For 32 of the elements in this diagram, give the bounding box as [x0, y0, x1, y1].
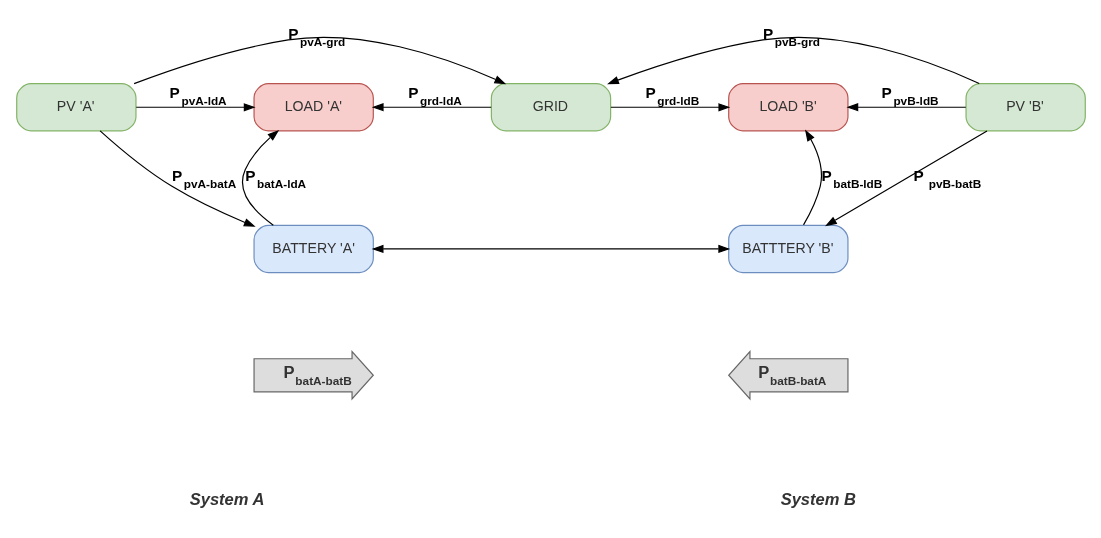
node-box: BATTERY 'A': [252, 224, 374, 274]
arrow: [133, 36, 506, 85]
arrow: [609, 103, 730, 112]
node-box: LOAD 'B': [727, 83, 849, 132]
edge-label: P$_{pvB-ldB}$: [881, 84, 939, 109]
edge-label: P$_{pvB-grd}$: [762, 25, 820, 50]
node-box: PV 'B': [964, 83, 1086, 132]
edge-label: P$_{pvA-grd}$: [287, 25, 345, 50]
arrow: [371, 244, 730, 254]
label: P$_{batB-batA}$: [757, 363, 826, 389]
edge-label: P $_{pvB-batB}$: [912, 166, 981, 191]
arrow: [135, 103, 256, 112]
node-box: GRID: [490, 83, 611, 132]
arrow: [845, 103, 966, 112]
label: System A: [189, 489, 264, 509]
label: System B: [780, 489, 856, 509]
edge-label: P$_{pvA-batA}$: [171, 166, 236, 191]
arrow: [802, 129, 822, 226]
edge-label: P$_{batA-ldA}$: [244, 166, 306, 191]
node-box: PV 'A': [15, 83, 137, 132]
edge-label: P$_{grd-ldA}$: [407, 84, 462, 109]
label: P$_{batA-batB}$: [283, 363, 352, 389]
edge-label: P$_{pvA-ldA}$: [169, 84, 227, 109]
arrow: [241, 129, 279, 226]
arrow: [371, 103, 492, 112]
edge-label: P$_{batB-ldB}$: [820, 166, 882, 191]
arrow: [99, 130, 256, 227]
node-box: BATTTERY 'B': [727, 224, 849, 274]
node-box: LOAD 'A': [252, 83, 374, 132]
arrow: [824, 130, 988, 227]
arrow: [606, 36, 980, 85]
edge-label: P$_{grd-ldB}$: [644, 84, 699, 109]
